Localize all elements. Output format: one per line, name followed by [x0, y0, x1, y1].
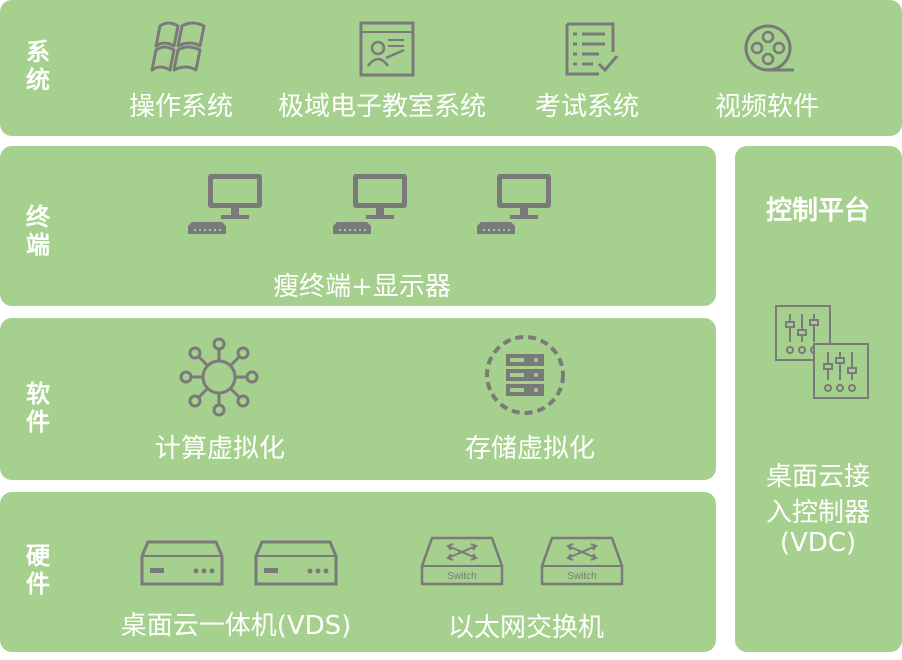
- checklist-document-icon: [563, 20, 621, 78]
- network-hub-icon: [178, 336, 260, 418]
- thin-client-monitor-icon: [475, 172, 555, 238]
- os-label: 操作系统: [128, 92, 234, 122]
- switch-badge: Switch: [447, 571, 476, 582]
- ethernet-switch-label: 以太网交换机: [447, 613, 605, 643]
- vdc-line-1: 桌面云接: [765, 462, 871, 492]
- system-row-panel: [0, 0, 902, 136]
- hardware-row-panel: [0, 492, 716, 652]
- thin-client-monitor-icon: [186, 172, 266, 238]
- presentation-board-icon: [358, 20, 416, 78]
- server-box-icon: [254, 540, 338, 586]
- network-switch-icon: Switch: [420, 536, 504, 586]
- system-row-label: 系统: [26, 38, 50, 94]
- software-row-label: 软件: [26, 380, 50, 436]
- server-box-icon: [140, 540, 224, 586]
- control-sliders-icon: [774, 304, 872, 402]
- vdc-line-2: 入控制器: [765, 498, 871, 528]
- storage-server-icon: [484, 334, 566, 416]
- exam-label: 考试系统: [534, 92, 640, 122]
- hardware-row-label: 硬件: [26, 542, 50, 598]
- vdc-line-3: (VDC): [779, 528, 857, 558]
- terminal-caption: 瘦终端+显示器: [273, 272, 451, 302]
- software-row-panel: [0, 318, 716, 480]
- switch-badge: Switch: [567, 571, 596, 582]
- classroom-label: 极域电子教室系统: [277, 92, 487, 122]
- video-label: 视频软件: [714, 92, 820, 122]
- thin-client-monitor-icon: [331, 172, 411, 238]
- terminal-row-label: 终端: [26, 203, 50, 259]
- network-switch-icon: Switch: [540, 536, 624, 586]
- windows-logo-icon: [148, 18, 214, 78]
- compute-virtualization-label: 计算虚拟化: [154, 434, 286, 464]
- film-reel-icon: [742, 22, 798, 78]
- control-platform-title: 控制平台: [765, 196, 871, 226]
- storage-virtualization-label: 存储虚拟化: [464, 434, 596, 464]
- vds-label: 桌面云一体机(VDS): [120, 611, 352, 641]
